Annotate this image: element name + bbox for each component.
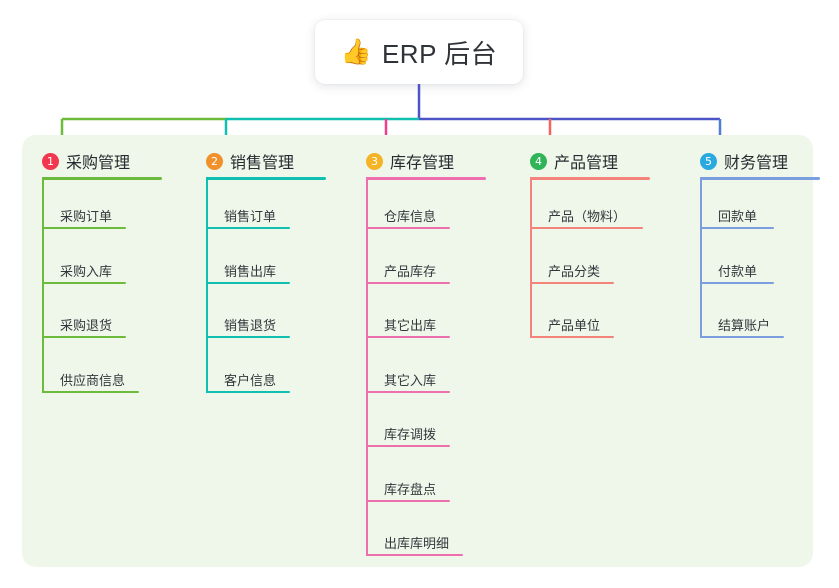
module-item-rule [42,336,126,338]
page-title: ERP 后台 [381,38,498,69]
module-header-label: 库存管理 [390,155,455,172]
module-item-label: 产品分类 [548,263,601,279]
module-header-rule [42,177,162,180]
module-item-rule [366,554,463,556]
module-item[interactable]: 销售出库 [206,258,290,284]
module-header-label: 销售管理 [230,155,295,172]
module-item-label: 出库库明细 [384,536,450,551]
module-item-label: 结算账户 [718,318,771,333]
module-item-label: 销售出库 [224,263,277,279]
module-item[interactable]: 付款单 [700,258,774,284]
module-item[interactable]: 库存盘点 [366,476,450,502]
module-item[interactable]: 销售退货 [206,312,290,338]
module-item[interactable]: 销售订单 [206,203,290,229]
module-number-badge: 3 [366,152,383,170]
module-item[interactable]: 仓库信息 [366,203,450,229]
module-item-rule [700,336,784,338]
module-item-label: 其它入库 [384,372,437,388]
module-item-rule [366,499,450,502]
module-item[interactable]: 其它入库 [366,367,450,393]
module-number-badge: 2 [206,152,223,170]
module-item[interactable]: 结算账户 [700,312,784,338]
module-number-badge: 4 [530,152,547,170]
module-item[interactable]: 回款单 [700,203,774,229]
module-item-label: 销售订单 [224,209,277,224]
module-item-rule [366,281,450,284]
module-item[interactable]: 采购退货 [42,312,126,338]
module-item[interactable]: 库存调拨 [366,421,450,447]
module-item-rule [42,227,126,229]
module-header-5[interactable]: 5 财务管理 [700,149,788,173]
module-item[interactable]: 出库库明细 [366,530,463,556]
module-item[interactable]: 供应商信息 [42,367,139,393]
module-item[interactable]: 采购订单 [42,203,126,229]
module-item-label: 产品（物料） [548,209,627,224]
module-item-label: 其它出库 [384,318,437,333]
module-item[interactable]: 产品（物料） [530,203,643,229]
module-header-4[interactable]: 4 产品管理 [530,149,618,173]
module-item-label: 销售退货 [224,318,277,333]
module-header-label: 采购管理 [66,155,131,172]
module-item-label: 产品库存 [384,263,437,279]
thumbs-up-icon: 👍 [340,37,372,66]
module-item-rule [366,445,450,447]
module-item-rule [366,390,450,393]
module-item-rule [530,336,614,338]
module-item[interactable]: 产品单位 [530,312,614,338]
module-item-rule [700,281,774,284]
module-number-badge: 5 [700,152,717,170]
module-header-3[interactable]: 3 库存管理 [366,149,454,173]
module-header-2[interactable]: 2 销售管理 [206,149,294,173]
module-header-rule [700,177,820,180]
module-header-label: 产品管理 [554,155,619,172]
module-spine [206,177,208,393]
module-item-label: 供应商信息 [60,372,126,388]
module-header-1[interactable]: 1 采购管理 [42,149,130,173]
module-item-label: 客户信息 [224,372,277,388]
module-item-rule [42,390,139,393]
module-item-rule [700,227,774,229]
module-header-rule [366,177,486,180]
module-item[interactable]: 产品库存 [366,258,450,284]
module-item-rule [366,336,450,338]
module-item-label: 采购退货 [60,318,113,333]
module-item-rule [206,336,290,338]
module-spine [42,177,44,393]
module-item-label: 回款单 [718,209,758,224]
module-item-label: 仓库信息 [384,209,437,224]
module-header-rule [530,177,650,180]
module-spine [700,177,702,338]
modules-panel: 1 采购管理采购订单采购入库采购退货供应商信息 2 销售管理销售订单销售出库销售退货客… [22,135,820,567]
module-spine [366,177,368,556]
module-item-rule [366,227,450,229]
module-item-rule [206,227,290,229]
module-spine [530,177,532,338]
root-node-card[interactable]: 👍 ERP 后台 [315,20,523,84]
module-item[interactable]: 其它出库 [366,312,450,338]
module-item-label: 库存调拨 [384,427,437,442]
module-item-label: 产品单位 [548,318,601,333]
module-item[interactable]: 客户信息 [206,367,290,393]
module-item-label: 采购订单 [60,209,113,224]
module-item-label: 付款单 [718,263,758,279]
module-item-label: 库存盘点 [384,481,437,497]
module-item-rule [206,390,290,393]
module-item-rule [530,281,614,284]
module-item-rule [206,281,290,284]
module-item-rule [530,227,643,229]
module-header-rule [206,177,326,180]
module-number-badge: 1 [42,152,59,170]
module-item-rule [42,281,126,284]
module-item[interactable]: 产品分类 [530,258,614,284]
module-item-label: 采购入库 [60,263,113,279]
module-header-label: 财务管理 [724,155,789,172]
module-item[interactable]: 采购入库 [42,258,126,284]
